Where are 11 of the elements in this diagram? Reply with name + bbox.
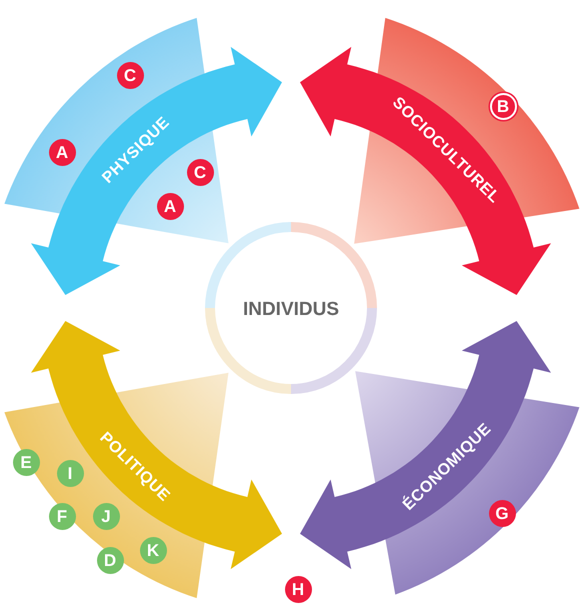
letter-marker: E <box>12 448 40 476</box>
curved-band <box>31 321 282 570</box>
curved-band <box>31 46 282 295</box>
curved-band <box>300 46 551 295</box>
letter-marker: D <box>96 546 124 574</box>
center-circle <box>205 222 377 394</box>
letter-marker: B <box>490 92 516 120</box>
curved-band <box>300 321 551 570</box>
letter-marker: H <box>284 576 312 602</box>
center-label: INDIVIDUS <box>242 299 340 320</box>
letter-marker: F <box>48 502 76 530</box>
